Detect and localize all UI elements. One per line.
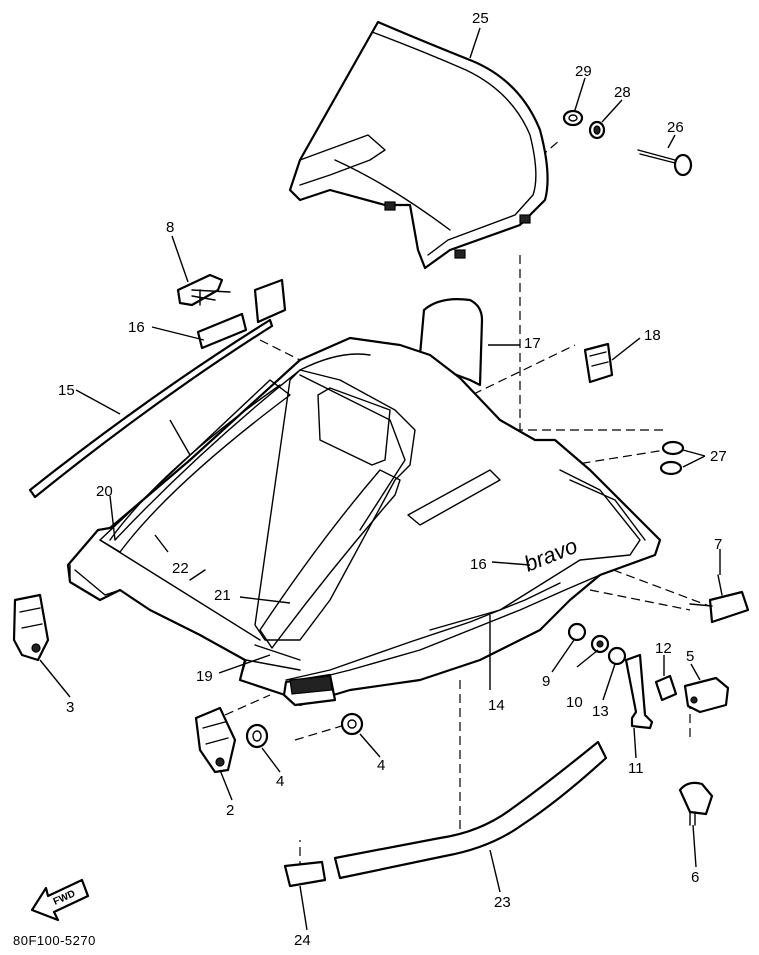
callout-13: 13 bbox=[592, 703, 609, 720]
washer-13[interactable] bbox=[607, 646, 627, 666]
callout-5: 5 bbox=[686, 648, 694, 665]
washer-28[interactable] bbox=[588, 120, 606, 140]
callout-24: 24 bbox=[294, 932, 311, 949]
callout-22: 22 bbox=[172, 560, 189, 577]
callout-2: 2 bbox=[226, 802, 234, 819]
latch-3[interactable] bbox=[12, 593, 50, 662]
pad-24[interactable] bbox=[283, 860, 327, 888]
screw-26[interactable] bbox=[637, 149, 693, 177]
callout-7: 7 bbox=[714, 536, 722, 553]
trim-strip-23[interactable] bbox=[333, 740, 608, 880]
callout-17: 17 bbox=[524, 335, 541, 352]
side-stripe-15[interactable] bbox=[28, 318, 274, 499]
hinge-7[interactable] bbox=[689, 574, 750, 624]
callout-9: 9 bbox=[542, 673, 550, 690]
emblem-18[interactable] bbox=[583, 342, 614, 384]
callout-25: 25 bbox=[472, 10, 489, 27]
callout-11: 11 bbox=[628, 760, 644, 777]
callout-16-right: 16 bbox=[470, 556, 487, 573]
collar-12[interactable] bbox=[654, 674, 678, 702]
callout-12: 12 bbox=[655, 640, 672, 657]
latch-2[interactable] bbox=[194, 706, 237, 774]
callout-15: 15 bbox=[58, 382, 75, 399]
decal-16-left[interactable] bbox=[196, 278, 287, 350]
callout-20: 20 bbox=[96, 483, 113, 500]
drawing-code: 80F100-5270 bbox=[13, 933, 96, 948]
forward-direction-arrow-icon: FWD bbox=[30, 878, 90, 922]
callout-23: 23 bbox=[494, 894, 511, 911]
callout-8: 8 bbox=[166, 219, 174, 236]
callout-28: 28 bbox=[614, 84, 631, 101]
callout-19: 19 bbox=[196, 668, 213, 685]
arm-11[interactable] bbox=[624, 653, 654, 730]
leader-lines bbox=[39, 27, 721, 931]
callout-10: 10 bbox=[566, 694, 583, 711]
callout-4-left: 4 bbox=[276, 773, 284, 790]
callout-14: 14 bbox=[488, 697, 505, 714]
callout-26: 26 bbox=[667, 119, 684, 136]
callout-21: 21 bbox=[214, 587, 231, 604]
callout-3: 3 bbox=[66, 699, 74, 716]
callout-16-top: 16 bbox=[128, 319, 145, 336]
callout-6: 6 bbox=[691, 869, 699, 886]
grommet-4-right[interactable] bbox=[340, 712, 364, 736]
callout-29: 29 bbox=[575, 63, 592, 80]
grommet-4-left[interactable] bbox=[245, 723, 269, 749]
nut-29[interactable] bbox=[562, 109, 584, 127]
nut-9[interactable] bbox=[567, 622, 587, 642]
callout-27: 27 bbox=[710, 448, 727, 465]
washer-10[interactable] bbox=[590, 634, 610, 654]
callout-labels: 25 29 28 26 8 16 17 18 15 27 20 7 16 22 … bbox=[58, 10, 727, 949]
callout-18: 18 bbox=[644, 327, 661, 344]
callout-4-right: 4 bbox=[377, 757, 385, 774]
bracket-8[interactable] bbox=[176, 273, 231, 307]
windshield[interactable] bbox=[288, 20, 549, 270]
knob-6[interactable] bbox=[678, 781, 714, 826]
bracket-5[interactable] bbox=[683, 676, 730, 714]
hood[interactable] bbox=[66, 336, 662, 707]
clips-27[interactable] bbox=[659, 440, 685, 476]
